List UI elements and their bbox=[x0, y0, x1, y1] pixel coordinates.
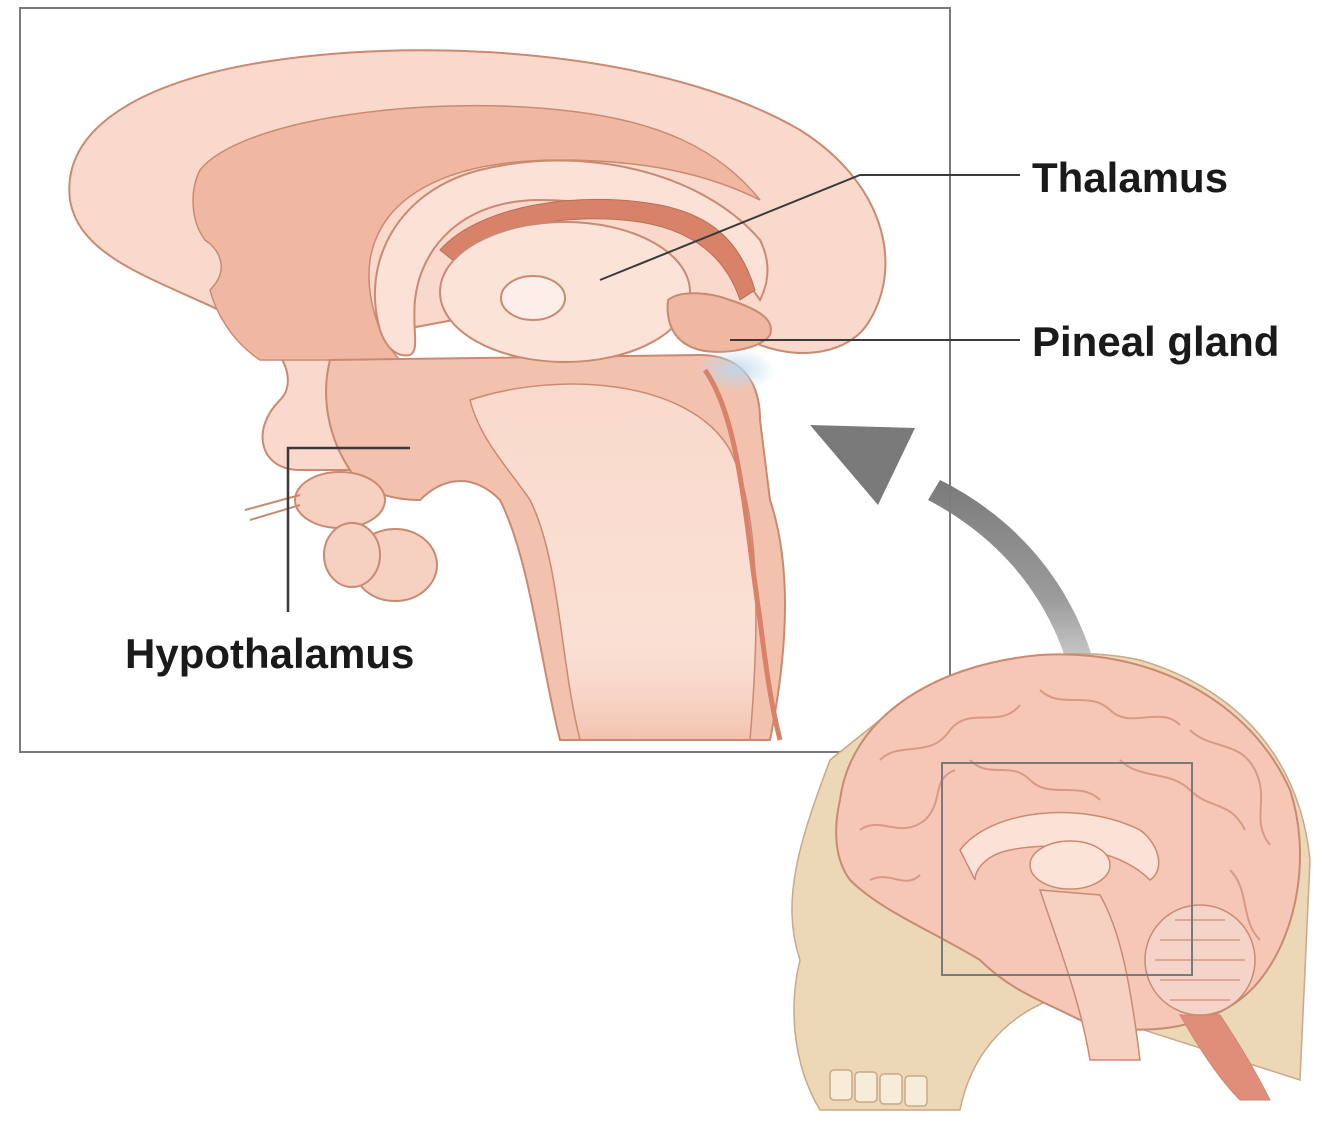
mammillary-body bbox=[324, 523, 380, 587]
small-thalamus bbox=[1030, 841, 1110, 889]
thalamus-structure bbox=[440, 222, 690, 362]
interthalamic-adhesion bbox=[501, 276, 565, 320]
optic-chiasm bbox=[295, 472, 385, 528]
thalamus-label: Thalamus bbox=[1032, 154, 1228, 201]
pineal-gland-label: Pineal gland bbox=[1032, 318, 1279, 365]
hypothalamus-label: Hypothalamus bbox=[125, 630, 414, 677]
